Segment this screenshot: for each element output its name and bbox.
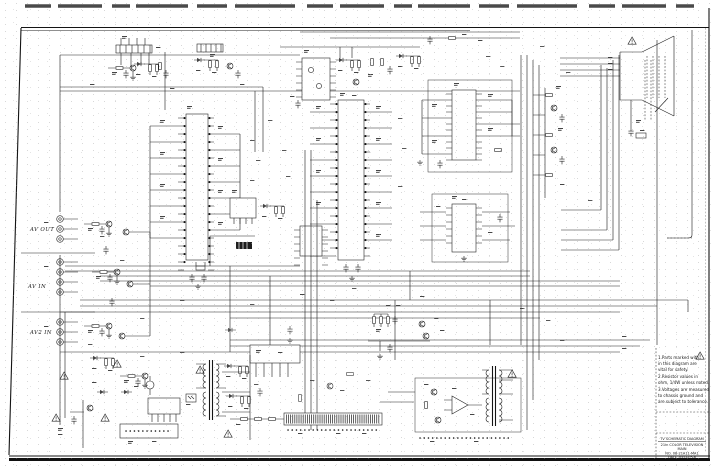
note-line-8: are subject to tolerance.	[658, 399, 708, 404]
dense-label-block	[236, 242, 252, 249]
warning-triangle-icon	[59, 371, 69, 380]
av-in-label: AV IN	[27, 284, 46, 290]
title-row-3: MAIN	[677, 447, 686, 451]
if-connector-header	[196, 43, 224, 53]
note-line-4: 2.Resistor values in	[658, 374, 698, 379]
note-line-3: vital for safety.	[658, 367, 688, 372]
interconnect-bus-wiring	[60, 150, 689, 430]
ic-sync-processor	[421, 79, 520, 173]
video-input-switch-section	[280, 31, 520, 109]
av-out-label: AV OUT	[29, 227, 54, 233]
note-line-7: to chassis ground and	[658, 393, 703, 398]
regulator-ic	[147, 397, 181, 415]
note-line-2: in this diagram are	[658, 361, 697, 366]
av2-in-label: AV2 IN	[29, 330, 52, 336]
ic-main-jungle	[310, 93, 392, 282]
notes-block: 1.Parts marked with in this diagram are …	[655, 348, 709, 458]
warning-triangle-icon	[627, 36, 637, 45]
ic-microcontroller	[223, 412, 383, 438]
ic-if-processor	[149, 106, 241, 290]
title-row-1: TV SCHEMATIC DIAGRAM	[659, 437, 704, 441]
audio-output-section	[380, 366, 522, 442]
tuner-connector-header	[115, 44, 153, 54]
note-line-6: 3.Voltages are measured	[658, 387, 709, 392]
sound-if-cluster	[368, 305, 445, 360]
warning-triangle-icon	[223, 429, 233, 438]
title-row-4: NO. 08-21A11-MA1	[665, 452, 698, 456]
output-transformer	[482, 366, 513, 426]
warning-triangle-icon	[100, 413, 110, 422]
ic-vertical-output	[420, 193, 515, 263]
sheet-border-frame	[8, 4, 710, 461]
crt-board-bus-wiring	[520, 30, 693, 430]
note-line-5: ohm, 1/4W unless noted.	[658, 380, 709, 385]
mains-connector	[119, 423, 179, 439]
crt-picture-tube	[560, 35, 675, 137]
crystal	[195, 265, 206, 271]
title-row-2: 21in COLOR TELEVISION	[661, 443, 704, 447]
tuner-section	[60, 36, 520, 152]
optocoupler	[185, 393, 197, 403]
title-row-5: DATE 2003-05-6	[668, 456, 696, 460]
warning-triangle-icon	[507, 369, 517, 378]
title-block: TV SCHEMATIC DIAGRAM 21in COLOR TELEVISI…	[658, 437, 706, 460]
note-line-1: 1.Parts marked with	[658, 355, 699, 360]
av-jack-section: AV OUT AV IN AV2 IN	[21, 215, 151, 346]
border-left	[8, 27, 22, 456]
opamp-triangle	[451, 395, 469, 415]
eeprom-and-reset-parts	[229, 190, 329, 266]
front-panel-block	[249, 344, 301, 377]
warning-triangle-icon	[51, 413, 61, 422]
power-supply-section	[51, 255, 250, 448]
switching-transformer	[196, 360, 226, 420]
